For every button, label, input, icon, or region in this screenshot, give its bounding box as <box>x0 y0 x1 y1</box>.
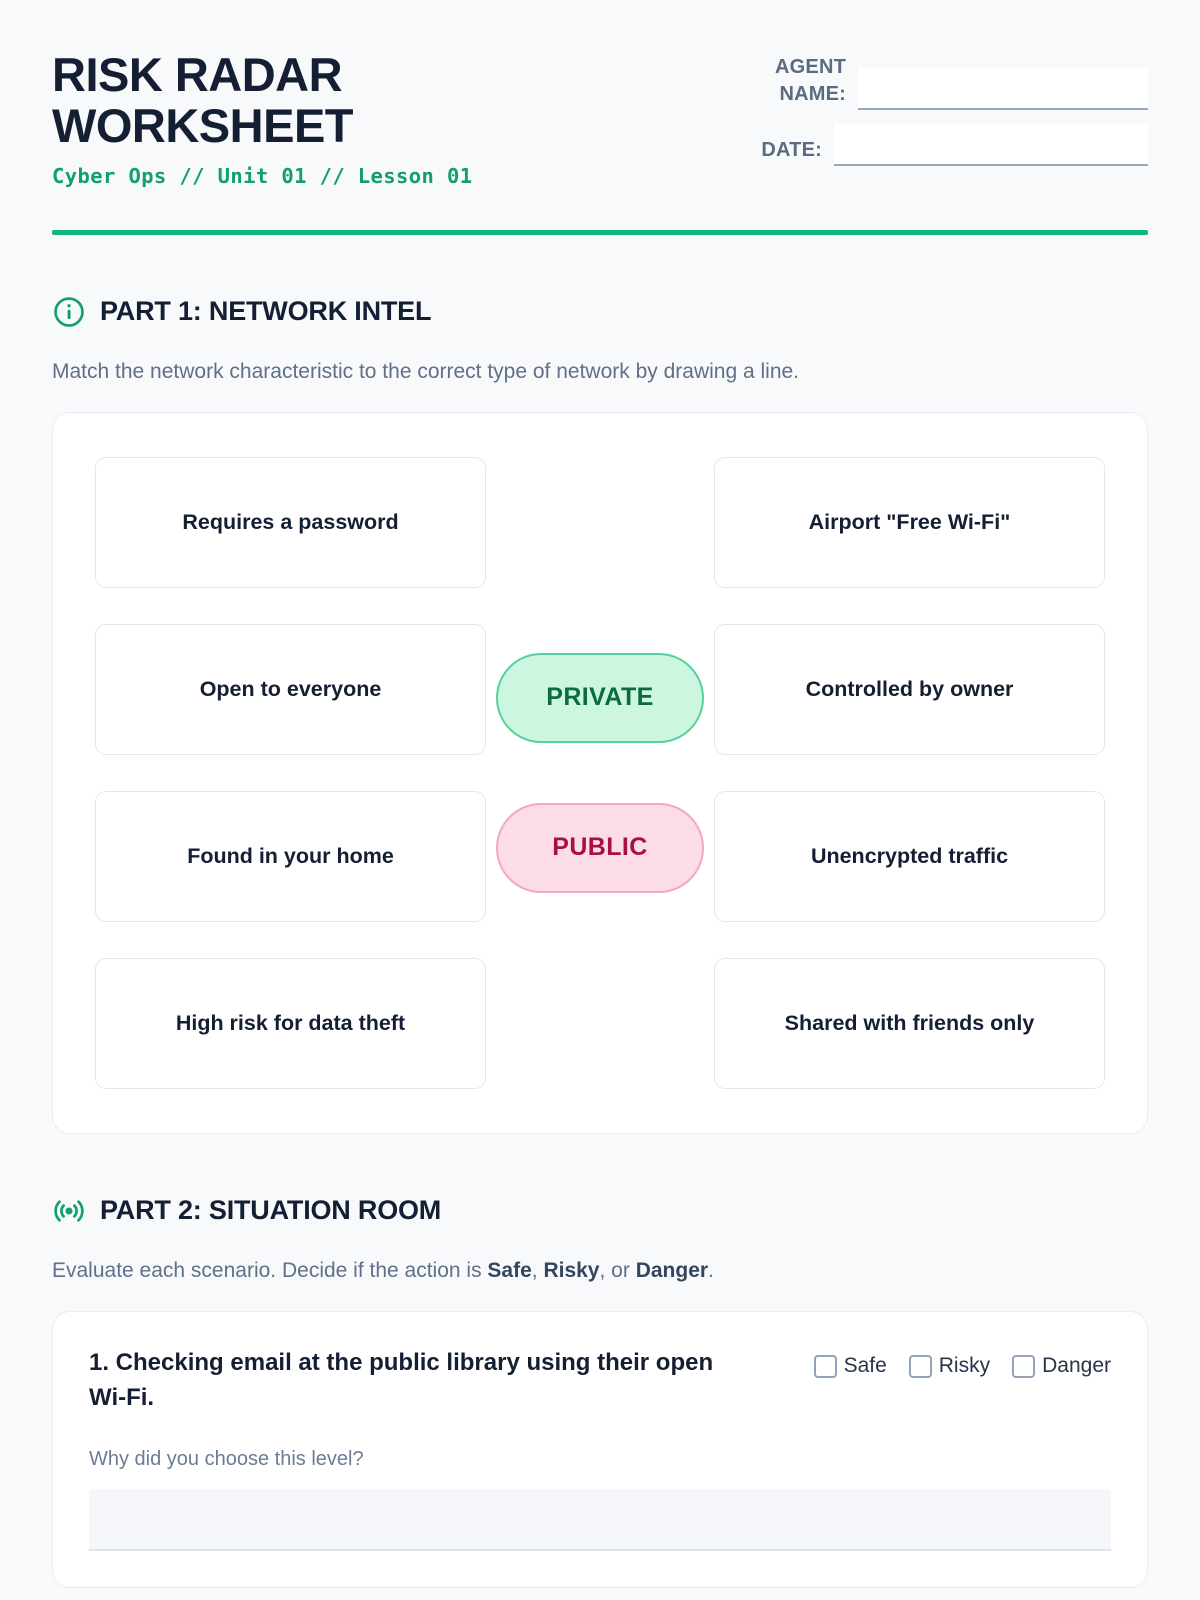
match-box[interactable]: Controlled by owner <box>714 623 1105 755</box>
part1-title: PART 1: NETWORK INTEL <box>100 296 432 326</box>
title-block: RISK RADAR WORKSHEET Cyber Ops // Unit 0… <box>52 44 482 188</box>
choice-danger-label: Danger <box>1042 1354 1111 1378</box>
match-box[interactable]: Unencrypted traffic <box>714 790 1105 922</box>
match-center-column: PRIVATE PUBLIC <box>486 457 714 1089</box>
part2-title: PART 2: SITUATION ROOM <box>100 1195 442 1226</box>
choice-risky-label: Risky <box>938 1354 991 1378</box>
header: RISK RADAR WORKSHEET Cyber Ops // Unit 0… <box>52 44 1148 188</box>
part1-description: Match the network characteristic to the … <box>52 359 800 383</box>
part1-heading: PART 1: NETWORK INTEL <box>52 295 1148 329</box>
part2-desc-danger: Danger <box>635 1258 709 1282</box>
checkbox-danger[interactable] <box>1012 1354 1036 1378</box>
info-circle-icon <box>52 295 86 329</box>
match-box[interactable]: Shared with friends only <box>714 957 1105 1089</box>
checkbox-safe[interactable] <box>813 1354 837 1378</box>
match-right-column: Airport "Free Wi-Fi" Controlled by owner… <box>714 456 1105 1089</box>
part2-desc-risky: Risky <box>543 1258 600 1282</box>
date-row: DATE: <box>688 124 1148 166</box>
part2-desc-safe: Safe <box>487 1258 532 1282</box>
part2-desc-sep1: , <box>531 1258 544 1282</box>
choice-risky[interactable]: Risky <box>908 1354 991 1378</box>
part2-desc-prefix: Evaluate each scenario. Decide if the ac… <box>52 1258 488 1282</box>
page-title: RISK RADAR WORKSHEET <box>52 48 354 152</box>
part2-description: Evaluate each scenario. Decide if the ac… <box>52 1256 1148 1285</box>
choice-safe[interactable]: Safe <box>813 1354 887 1378</box>
matching-panel: Requires a password Open to everyone Fou… <box>52 411 1148 1134</box>
part2-desc-sep2: , or <box>599 1258 636 1282</box>
part2-desc-suffix: . <box>708 1258 714 1282</box>
broadcast-icon <box>52 1194 86 1228</box>
match-box[interactable]: Airport "Free Wi-Fi" <box>714 456 1105 588</box>
match-box[interactable]: High risk for data theft <box>95 957 486 1089</box>
part2-heading: PART 2: SITUATION ROOM <box>52 1194 1148 1228</box>
checkbox-risky[interactable] <box>908 1354 932 1378</box>
date-label: DATE: <box>761 139 822 161</box>
pill-public[interactable]: PUBLIC <box>496 802 704 893</box>
date-input[interactable] <box>834 124 1148 166</box>
why-label: Why did you choose this level? <box>89 1447 364 1470</box>
agent-name-label: AGENT NAME: <box>775 56 846 105</box>
match-box[interactable]: Open to everyone <box>95 623 486 755</box>
answer-input[interactable] <box>89 1488 1111 1551</box>
meta-fields: AGENT NAME: DATE: <box>688 44 1148 180</box>
choice-danger[interactable]: Danger <box>1012 1354 1111 1378</box>
match-box[interactable]: Found in your home <box>95 790 486 922</box>
choice-safe-label: Safe <box>843 1354 887 1378</box>
page-subtitle: Cyber Ops // Unit 01 // Lesson 01 <box>52 163 473 188</box>
scenario-card: 1. Checking email at the public library … <box>52 1311 1148 1588</box>
agent-name-input[interactable] <box>858 68 1148 110</box>
header-divider <box>52 229 1148 235</box>
match-box[interactable]: Requires a password <box>95 456 486 588</box>
agent-name-row: AGENT NAME: <box>688 54 1148 110</box>
scenario-top-row: 1. Checking email at the public library … <box>89 1346 1111 1416</box>
pill-private[interactable]: PRIVATE <box>496 652 704 743</box>
scenario-choices: Safe Risky Danger <box>813 1346 1111 1378</box>
scenario-prompt: 1. Checking email at the public library … <box>89 1349 714 1412</box>
match-left-column: Requires a password Open to everyone Fou… <box>95 456 486 1089</box>
